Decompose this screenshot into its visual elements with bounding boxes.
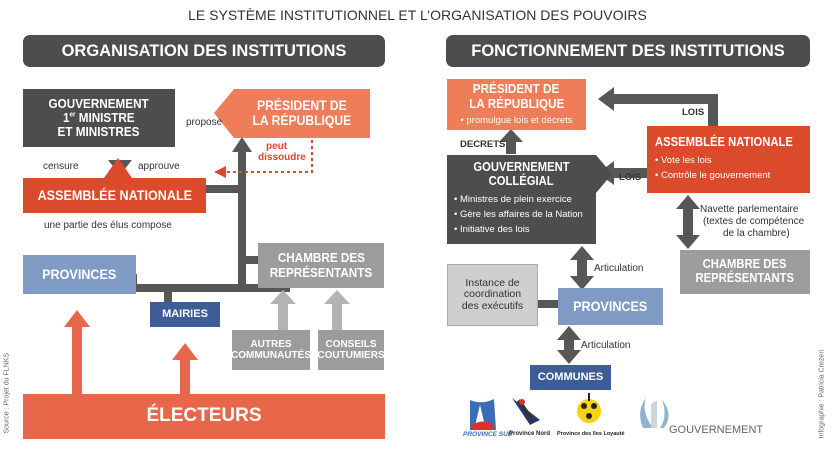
president-right-bullet: promulgue lois et décrets [460,113,572,128]
mairies-box: MAIRIES [150,302,220,327]
peut-dissoudre-arrowhead [214,166,226,178]
instance-box: Instance de coordination des exécutifs [447,264,538,326]
president-right-line2: LA RÉPUBLIQUE [468,95,565,111]
president-left-box: PRÉSIDENT DE LA RÉPUBLIQUE [234,89,370,138]
label-navette-3: de la chambre) [723,228,790,239]
gouv-right-bullet-1: Ministres de plein exercice [454,192,583,207]
label-lois-mid: LOIS [619,172,642,183]
label-decrets: DECRETS [460,139,506,150]
elector-arrows [64,310,198,395]
conseils-line1: CONSEILS [325,339,377,350]
provinces-right-text: PROVINCES [573,297,648,314]
autres-line1: AUTRES [250,339,292,350]
mairies-text: MAIRIES [162,308,208,321]
assemblee-right-title: ASSEMBLÉE NATIONALE [655,134,793,149]
label-une-partie: une partie des élus compose [44,220,172,231]
instance-line1: Instance de [465,276,520,289]
conseils-line2: COUTUMIERS [317,350,385,361]
president-right-bullets: promulgue lois et décrets [460,113,572,128]
chambre-right-line2: REPRÉSENTANTS [695,271,795,285]
source-credit: Source : Projet du FLNKS [3,352,11,434]
main-title: LE SYSTÈME INSTITUTIONNEL ET L’ORGANISAT… [188,7,647,23]
label-navette-1: Navette parlementaire [700,204,799,215]
assemblee-to-gouv-arrow [104,158,132,178]
right-dark-connectors [499,87,718,364]
gouv-right-bullet-3: Initiative des lois [454,222,583,237]
peut-dissoudre-line [224,140,313,173]
gouvernement-line3: ET MINISTRES [58,124,140,140]
gouv-right-bullet-2: Gère les affaires de la Nation [454,207,583,222]
label-censure: censure [43,161,79,172]
province-iles-logo-text: Province des îles Loyauté [557,431,625,437]
electeurs-text: ÉLECTEURS [146,405,262,427]
gouv-right-line1: GOUVERNEMENT [473,160,570,174]
right-heading: FONCTIONNEMENT DES INSTITUTIONS [446,35,810,67]
assemblee-right-bullets: Vote les lois Contrôle le gouvernement [655,153,770,183]
assemblee-right-bullet-2: Contrôle le gouvernement [655,168,770,183]
left-light-arrows [270,290,350,330]
chambre-left-line1: CHAMBRE DES [277,250,365,266]
gouvernement-right-box: GOUVERNEMENT COLLÉGIAL Ministres de plei… [447,155,596,244]
communes-box: COMMUNES [530,365,611,390]
infographie-credit: Infographie : Patricia Crezen [818,349,826,439]
president-left-line1: PRÉSIDENT DE [257,97,347,113]
left-heading: ORGANISATION DES INSTITUTIONS [23,35,385,67]
gouv-right-line2: COLLÉGIAL [489,173,554,188]
provinces-left-box: PROVINCES [23,255,136,294]
autres-communautes-box: AUTRES COMMUNAUTÉS [231,330,311,370]
gouv-line2-post: MINISTRE [75,109,135,125]
label-articulation-1: Articulation [594,263,644,274]
label-navette-2: (textes de compétence [703,216,805,227]
president-right-box: PRÉSIDENT DE LA RÉPUBLIQUE promulgue loi… [447,79,586,130]
label-peut: peut [266,141,288,152]
provinces-right-box: PROVINCES [558,288,663,325]
assemblee-left-text: ASSEMBLÉE NATIONALE [37,186,192,203]
label-articulation-2: Articulation [581,340,631,351]
autres-line2: COMMUNAUTÉS [231,350,311,361]
assemblee-right-box: ASSEMBLÉE NATIONALE Vote les lois Contrô… [647,126,810,193]
gouv-right-bullets: Ministres de plein exercice Gère les aff… [447,192,583,237]
instance-line3: des exécutifs [461,299,524,312]
left-heading-text: ORGANISATION DES INSTITUTIONS [61,41,347,60]
gouvernement-line2: 1er MINISTRE [63,109,135,125]
president-right-line1: PRÉSIDENT DE [473,81,560,97]
right-heading-text: FONCTIONNEMENT DES INSTITUTIONS [471,41,785,60]
gouvernement-line1: GOUVERNEMENT [48,95,150,111]
assemblee-right-bullet-1: Vote les lois [655,153,770,168]
chambre-right-box: CHAMBRE DES REPRÉSENTANTS [680,250,810,294]
gouvernement-logo-text: GOUVERNEMENT [669,424,764,436]
gouvernement-box: GOUVERNEMENT 1er MINISTRE ET MINISTRES [23,89,175,147]
assemblee-left-box: ASSEMBLÉE NATIONALE [23,178,206,213]
province-sud-logo-text: PROVINCE SUD [463,431,513,438]
label-lois-top: LOIS [682,107,705,118]
label-dissoudre: dissoudre [258,152,306,163]
instance-line2: coordination [463,288,522,301]
provinces-left-text: PROVINCES [42,265,117,282]
chambre-right-line1: CHAMBRE DES [703,257,787,272]
communes-text: COMMUNES [537,371,604,384]
gouv-line2-sup: er [69,111,76,119]
chambre-left-line2: REPRÉSENTANTS [269,264,373,280]
conseils-coutumiers-box: CONSEILS COUTUMIERS [317,330,385,370]
province-nord-logo-text: Province Nord [509,431,551,437]
gouv-line2-pre: 1 [63,109,70,125]
chambre-left-box: CHAMBRE DES REPRÉSENTANTS [258,243,384,288]
president-left-line2: LA RÉPUBLIQUE [252,112,352,128]
label-approuve: approuve [138,161,180,172]
electeurs-box: ÉLECTEURS [23,394,385,439]
label-propose: propose [186,117,223,128]
